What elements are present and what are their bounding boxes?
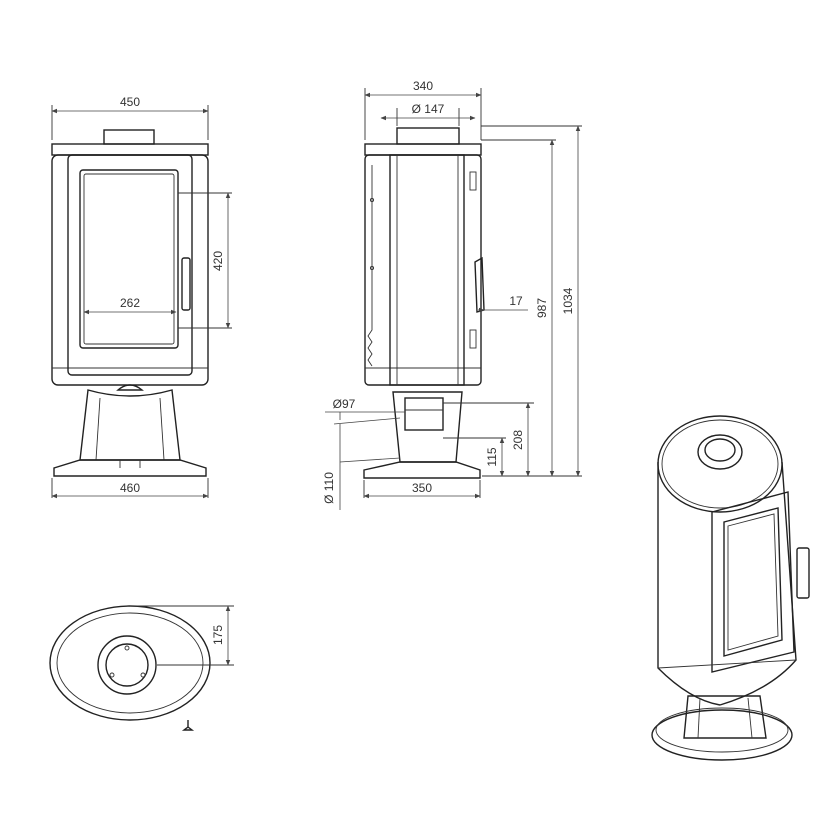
dim-outlet-115: 115 [485,447,499,466]
plan-flue-outer [97,635,157,695]
dim-height-1034: 1034 [561,287,575,314]
dim-handle-offset: 17 [509,294,523,308]
perspective-view [651,415,810,761]
persp-pedestal [683,695,767,739]
side-hinge-bottom [469,329,477,349]
front-latch [116,384,144,391]
dim-glass-width: 262 [120,296,140,310]
persp-handle [796,547,810,599]
dim-plan-offset: 175 [211,625,225,645]
side-pedestal [392,391,463,463]
side-door-panel [389,154,465,386]
side-outlet-box [404,397,444,431]
dim-outlet-208: 208 [511,430,525,450]
persp-door [711,491,795,673]
dim-side-depth: 340 [413,79,433,93]
side-view: 340 Ø 147 987 1034 17 Ø97 Ø 110 [322,79,582,510]
persp-flue-inner [704,438,736,462]
persp-base-plate [651,709,793,761]
plan-body-outline [49,605,211,721]
front-top-plate [51,143,209,156]
dim-front-base: 460 [120,481,140,495]
side-flue-collar [396,127,460,145]
dim-glass-height: 420 [211,251,225,271]
persp-body-right [719,461,797,706]
persp-glass [723,507,783,657]
persp-top [657,415,783,513]
front-glass-inner [83,173,175,345]
side-back-profile [367,165,373,367]
front-base-plate [53,459,207,477]
front-body [51,154,209,386]
plan-view: 175 [49,605,234,731]
side-base-plate [363,461,481,479]
plan-handle [181,720,195,731]
front-pedestal [79,389,181,461]
side-hinge-top [469,171,477,191]
dim-flue-top: Ø 147 [412,102,445,116]
dim-height-987: 987 [535,298,549,318]
front-door-handle [181,257,191,311]
dim-side-base: 350 [412,481,432,495]
persp-body-left [657,462,721,706]
plan-flue-inner [105,643,149,687]
front-view: 450 460 420 262 [51,95,232,499]
dim-front-width: 450 [120,95,140,109]
side-handle [474,256,485,313]
front-flue-collar [103,129,155,145]
persp-flue-outer [697,434,743,470]
front-door [67,154,193,376]
side-top-plate [364,143,482,156]
dim-air-inlet: Ø 110 [322,472,336,504]
dim-rear-outlet: Ø97 [333,397,356,411]
front-glass [79,169,179,349]
